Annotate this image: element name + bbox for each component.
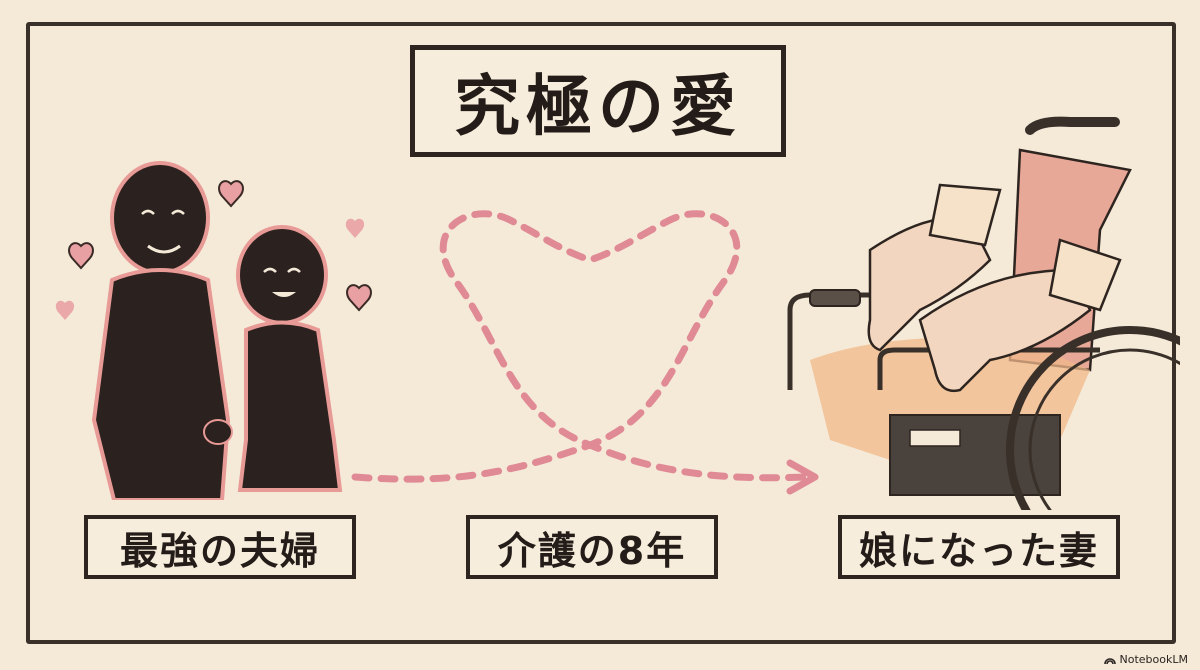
page-title: 究極の愛 <box>454 68 742 145</box>
label-caregiving: 介護の8年 <box>497 528 687 573</box>
label-box-couple: 最強の夫婦 <box>84 515 356 579</box>
woman-figure <box>236 225 343 492</box>
dashed-heart-arrow <box>351 210 819 495</box>
hand-right <box>918 238 1122 393</box>
couple-illustration <box>55 161 372 500</box>
arrow-head-icon <box>786 459 819 495</box>
label-wife-daughter: 娘になった妻 <box>858 528 1099 573</box>
label-box-wife-daughter: 娘になった妻 <box>838 515 1120 579</box>
label-couple: 最強の夫婦 <box>119 528 320 573</box>
heart-icon <box>68 180 372 312</box>
watermark: NotebookLM <box>1103 653 1188 666</box>
label-box-caregiving: 介護の8年 <box>466 515 718 579</box>
outer-frame <box>26 22 1176 644</box>
title-box: 究極の愛 <box>410 45 786 157</box>
hand-left <box>867 183 1002 352</box>
wheelchair-hands-illustration <box>787 116 1180 510</box>
notebooklm-logo-icon <box>1103 658 1116 664</box>
man-figure <box>91 161 231 500</box>
watermark-text: NotebookLM <box>1119 653 1188 666</box>
